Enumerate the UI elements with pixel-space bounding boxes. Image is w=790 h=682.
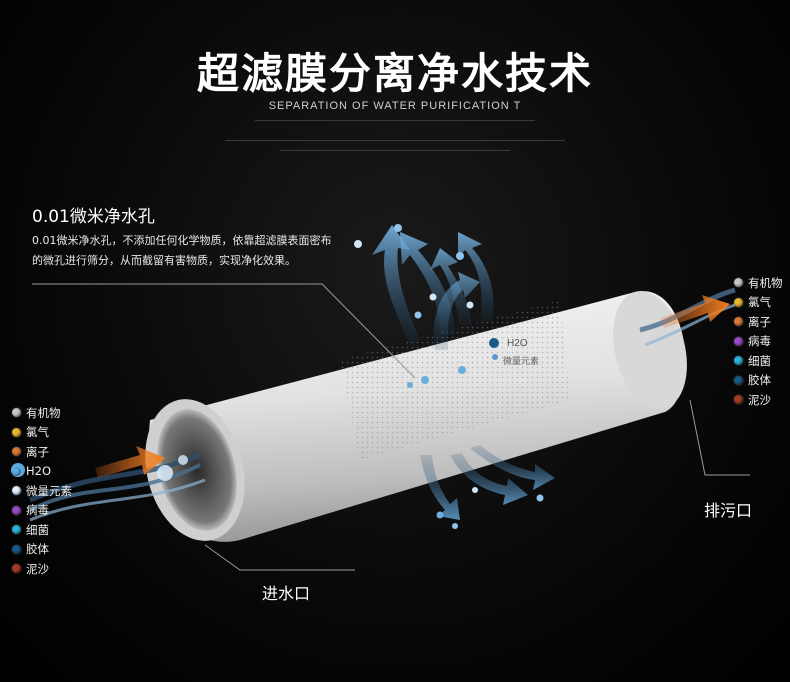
dot-icon	[734, 395, 743, 405]
legend-label: 病毒	[26, 503, 49, 518]
legend-item: 氯气	[12, 423, 72, 443]
legend-item: 病毒	[734, 332, 783, 352]
dot-icon	[734, 317, 743, 327]
divider-line	[280, 150, 510, 151]
legend-label: 氯气	[26, 425, 49, 440]
divider-line	[255, 120, 535, 121]
page-title: 超滤膜分离净水技术	[196, 49, 593, 98]
legend-label: 胶体	[748, 373, 771, 388]
h2o-label: H2O	[507, 338, 528, 349]
dot-icon	[12, 466, 21, 476]
legend-item: 细菌	[734, 351, 783, 371]
legend-label: 有机物	[26, 405, 61, 420]
dot-icon	[734, 278, 743, 288]
legend-item: 病毒	[12, 501, 72, 521]
legend-label: 离子	[26, 444, 49, 459]
legend-item: 有机物	[734, 273, 783, 293]
legend-item: 微量元素	[12, 481, 72, 501]
legend-item: 泥沙	[12, 559, 72, 579]
legend-item: 胶体	[734, 371, 783, 391]
pore-description: 0.01微米净水孔，不添加任何化学物质，依靠超滤膜表面密布的微孔进行筛分，从而截…	[32, 234, 332, 267]
dot-icon	[734, 375, 743, 385]
legend-label: 病毒	[748, 334, 771, 349]
outlet-legend: 有机物 氯气 离子 病毒 细菌 胶体 泥沙	[734, 273, 783, 410]
legend-label: 泥沙	[748, 392, 771, 407]
legend-label: 胶体	[26, 542, 49, 557]
outlet-label: 排污口	[704, 501, 753, 520]
inlet-label: 进水口	[262, 584, 311, 603]
legend-label: 细菌	[26, 522, 49, 537]
pore-title: 0.01微米净水孔	[32, 207, 155, 227]
legend-item: 有机物	[12, 403, 72, 423]
dot-icon	[12, 525, 21, 535]
dot-icon	[12, 447, 21, 457]
legend-item: 细菌	[12, 520, 72, 540]
divider-line	[225, 140, 565, 141]
dot-icon	[12, 544, 21, 554]
dot-icon	[734, 356, 743, 366]
inlet-legend: 有机物 氯气 离子 H2O 微量元素 病毒 细菌 胶体 泥沙	[12, 403, 72, 579]
legend-item: 氯气	[734, 293, 783, 313]
dot-icon	[734, 336, 743, 346]
legend-item: H2O	[12, 462, 72, 482]
dot-icon	[12, 564, 21, 574]
legend-label: 有机物	[748, 275, 783, 290]
legend-label: 氯气	[748, 295, 771, 310]
legend-label: H2O	[26, 464, 52, 479]
dot-icon	[12, 486, 21, 496]
legend-item: 胶体	[12, 540, 72, 560]
legend-label: 微量元素	[26, 483, 72, 498]
dot-icon	[12, 408, 21, 418]
legend-label: 细菌	[748, 353, 771, 368]
legend-item: 泥沙	[734, 390, 783, 410]
dot-icon	[12, 505, 21, 515]
dot-icon	[12, 427, 21, 437]
legend-label: 泥沙	[26, 561, 49, 576]
page-subtitle: SEPARATION OF WATER PURIFICATION T	[268, 100, 522, 112]
legend-item: 离子	[734, 312, 783, 332]
legend-item: 离子	[12, 442, 72, 462]
micro-element-label: 微量元素	[503, 357, 540, 367]
dot-icon	[734, 297, 743, 307]
legend-label: 离子	[748, 314, 771, 329]
